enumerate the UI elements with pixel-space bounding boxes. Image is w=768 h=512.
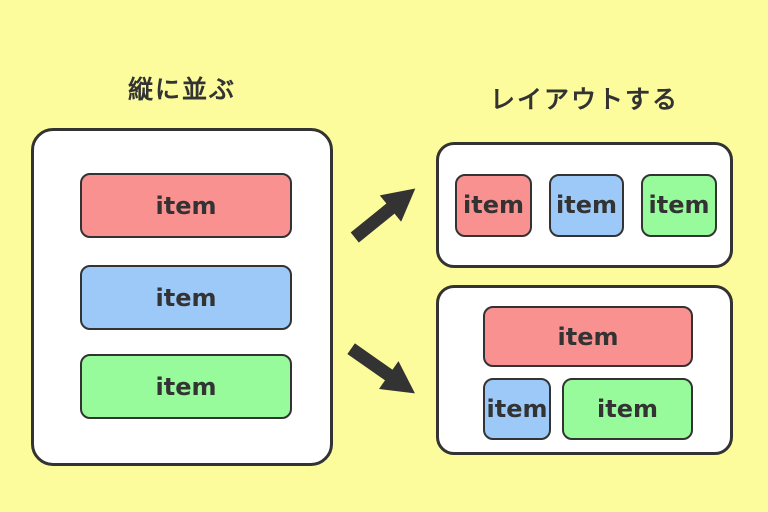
source-item-red: item xyxy=(80,173,292,238)
source-title: 縦に並ぶ xyxy=(127,75,236,104)
result-grid-panel: item item item xyxy=(436,285,733,455)
row-item-red: item xyxy=(455,173,532,237)
source-item-green: item xyxy=(80,354,292,419)
result-title: レイアウトする xyxy=(489,85,679,114)
source-panel: item item item xyxy=(31,128,333,466)
arrow-up-right-icon xyxy=(344,175,426,251)
result-row-panel: item item item xyxy=(436,142,733,268)
grid-item-red: item xyxy=(483,306,693,367)
grid-item-blue: item xyxy=(483,378,551,440)
grid-item-green: item xyxy=(562,378,693,440)
arrow-down-right-icon xyxy=(341,335,424,408)
row-item-green: item xyxy=(641,173,717,237)
source-item-blue: item xyxy=(80,265,292,330)
row-item-blue: item xyxy=(549,173,624,237)
